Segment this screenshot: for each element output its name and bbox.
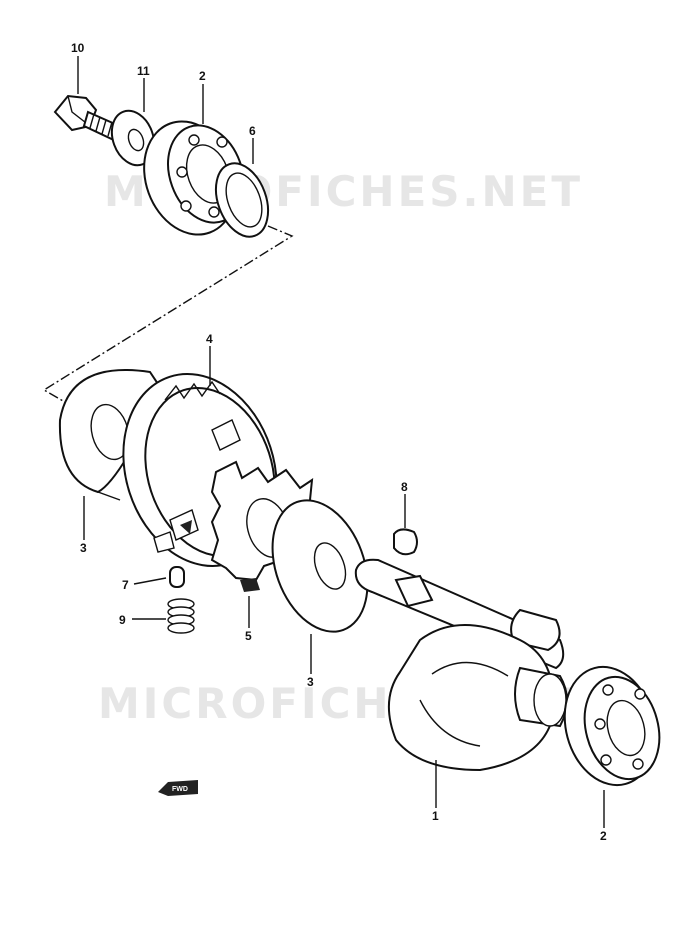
callout-8: 8 (401, 480, 408, 494)
callout-6: 6 (249, 124, 256, 138)
connection-line (42, 225, 294, 406)
spring-part-9 (167, 598, 195, 634)
plate-middle-part-3 (271, 499, 369, 633)
fwd-label: FWD (172, 786, 188, 793)
washer-part-11 (110, 109, 156, 167)
callout-3-left: 3 (80, 541, 87, 555)
fwd-arrow-icon: FWD (158, 780, 198, 796)
callout-10: 10 (71, 41, 85, 55)
leader-lines (77, 56, 605, 828)
callout-3-middle: 3 (307, 675, 314, 689)
callout-4: 4 (206, 332, 213, 346)
key-part-8 (393, 528, 418, 556)
callout-5: 5 (245, 629, 252, 643)
callout-2-bottom: 2 (600, 829, 607, 843)
ring-part-6 (214, 162, 270, 238)
bearing-bottom-part-2 (563, 665, 661, 787)
bearing-top-part-2 (143, 120, 245, 236)
callout-7: 7 (122, 578, 129, 592)
callout-11: 11 (137, 64, 150, 78)
crankshaft-part-1 (354, 558, 568, 772)
callout-2-top: 2 (199, 69, 206, 83)
callout-9: 9 (119, 613, 126, 627)
pin-part-7 (169, 566, 185, 588)
callout-1: 1 (432, 809, 439, 823)
